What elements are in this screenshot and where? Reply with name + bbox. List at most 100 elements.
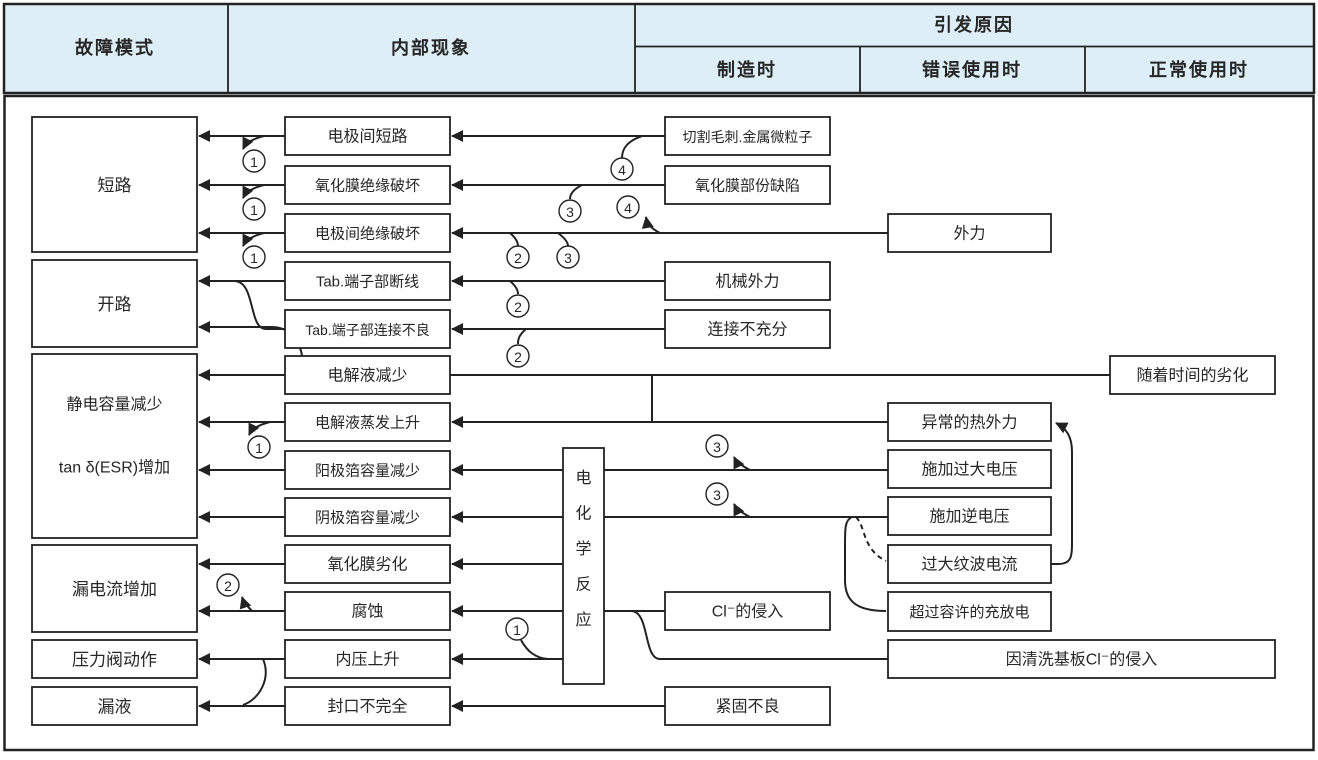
arrow-line [641, 216, 661, 234]
connector-circle [506, 294, 530, 318]
box-frame [887, 639, 1276, 679]
box-label: 漏液 [98, 698, 132, 717]
box-phenomenon-electrolyte-decrease: 电解液减少 [284, 355, 451, 395]
box-cause-abnormal-heat: 异常的热外力 [887, 402, 1052, 442]
box-frame [284, 261, 451, 301]
connector-circle [506, 245, 530, 269]
connector-number-label: 4 [624, 200, 632, 216]
box-fault-leakage-current-increase: 漏电流增加 [31, 544, 198, 633]
box-cause-excessive-ripple-current: 过大纹波电流 [887, 544, 1052, 584]
box-frame [887, 213, 1052, 253]
box-frame [284, 165, 451, 205]
box-label: 阳极箔容量减少 [315, 463, 420, 480]
flow-line [630, 610, 888, 660]
box-label: 切割毛刺.金属微粒子 [683, 129, 813, 145]
connector-number-1: 1 [242, 197, 266, 221]
box-phenomenon-electrolyte-evaporation: 电解液蒸发上升 [284, 402, 451, 442]
connector-circle [616, 195, 640, 219]
connector-number-2: 2 [216, 573, 240, 597]
box-frame [284, 402, 451, 442]
box-phenomenon-tab-poor-connection: Tab.端子部连接不良 [284, 309, 451, 349]
box-label: 氧化膜绝缘破坏 [315, 178, 420, 195]
connector-number-1: 1 [242, 149, 266, 173]
box-label: Cl⁻的侵入 [712, 603, 784, 621]
connector-number-label: 2 [514, 250, 522, 266]
box-label: 电化学反应 [575, 469, 591, 629]
connector-number-label: 4 [618, 162, 626, 178]
connector-circle [505, 617, 529, 641]
box-label: 氧化膜劣化 [327, 556, 407, 574]
box-frame [31, 259, 198, 348]
box-frame [664, 261, 831, 301]
connector-number-4: 4 [616, 195, 640, 219]
box-phenomenon-oxide-insulation-breakdown: 氧化膜绝缘破坏 [284, 165, 451, 205]
arrow-line [242, 135, 265, 150]
box-frame [887, 402, 1052, 442]
box-frame [887, 591, 1052, 632]
box-label: Tab.端子部连接不良 [305, 322, 429, 338]
box-frame [284, 116, 451, 156]
box-label: 电极间短路 [327, 128, 407, 146]
box-frame [562, 447, 605, 685]
box-label: 封口不完全 [327, 698, 407, 716]
box-frame [31, 353, 198, 539]
connector-number-1: 1 [242, 245, 266, 269]
box-label: 开路 [98, 295, 132, 314]
arrow-line [239, 596, 253, 612]
box-phenomenon-corrosion: 腐蚀 [284, 591, 451, 631]
box-cause-insufficient-connection: 连接不充分 [664, 309, 831, 349]
box-fault-short-circuit: 短路 [31, 116, 198, 253]
connector-number-label: 1 [513, 622, 521, 638]
connector-number-label: 1 [250, 250, 258, 266]
box-cause-external-force: 外力 [887, 213, 1052, 253]
box-label: 电解液蒸发上升 [315, 415, 420, 432]
box-fault-pressure-valve-operation: 压力阀动作 [31, 639, 198, 679]
connector-number-label: 3 [713, 439, 721, 455]
connector-number-3: 3 [705, 434, 729, 458]
box-label: 氧化膜部份缺陷 [695, 178, 800, 195]
box-cause-chloride-intrusion: Cl⁻的侵入 [664, 591, 831, 631]
box-frame [31, 116, 198, 253]
connector-number-3: 3 [705, 482, 729, 506]
connector-number-label: 1 [250, 154, 258, 170]
box-cause-cutting-burrs: 切割毛刺.金属微粒子 [664, 116, 831, 156]
box-frame [284, 544, 451, 584]
flow-line [557, 232, 569, 247]
box-frame [887, 544, 1052, 584]
box-frame [664, 686, 831, 726]
connector-circle [558, 199, 582, 223]
box-frame [284, 355, 451, 395]
box-phenomenon-electrode-short: 电极间短路 [284, 116, 451, 156]
box-label: 过大纹波电流 [921, 556, 1017, 574]
arrow-line [242, 184, 265, 199]
box-label: 压力阀动作 [72, 651, 157, 670]
box-cause-reverse-voltage: 施加逆电压 [887, 496, 1052, 536]
connector-lines [198, 130, 1110, 712]
box-cause-oxide-film-defect: 氧化膜部份缺陷 [664, 165, 831, 205]
box-phenomenon-oxide-film-degradation: 氧化膜劣化 [284, 544, 451, 584]
connector-circle [610, 157, 634, 181]
box-phenomenon-cathode-foil-capacity-decrease: 阴极箔容量减少 [284, 497, 451, 537]
box-frame [1109, 355, 1276, 395]
box-frame [284, 639, 451, 679]
flow-line [621, 135, 643, 159]
box-label: 腐蚀 [351, 603, 383, 621]
connector-number-4: 4 [610, 157, 634, 181]
connector-number-label: 3 [566, 204, 574, 220]
connector-circle [506, 344, 530, 368]
subcolumn-header-manufacturing: 制造时 [717, 59, 777, 80]
box-frame [664, 165, 831, 205]
box-frame [887, 496, 1052, 536]
connector-number-label: 3 [713, 487, 721, 503]
box-frame [664, 309, 831, 349]
box-label: 施加过大电压 [921, 461, 1017, 479]
box-label: 短路 [98, 176, 132, 195]
connector-circle [247, 435, 271, 459]
box-label: 超过容许的充放电 [909, 604, 1029, 621]
header-table: 故障模式 内部现象 引发原因 制造时 错误使用时 正常使用时 [2, 2, 1316, 95]
connector-number-2: 2 [506, 344, 530, 368]
connector-circle [242, 149, 266, 173]
